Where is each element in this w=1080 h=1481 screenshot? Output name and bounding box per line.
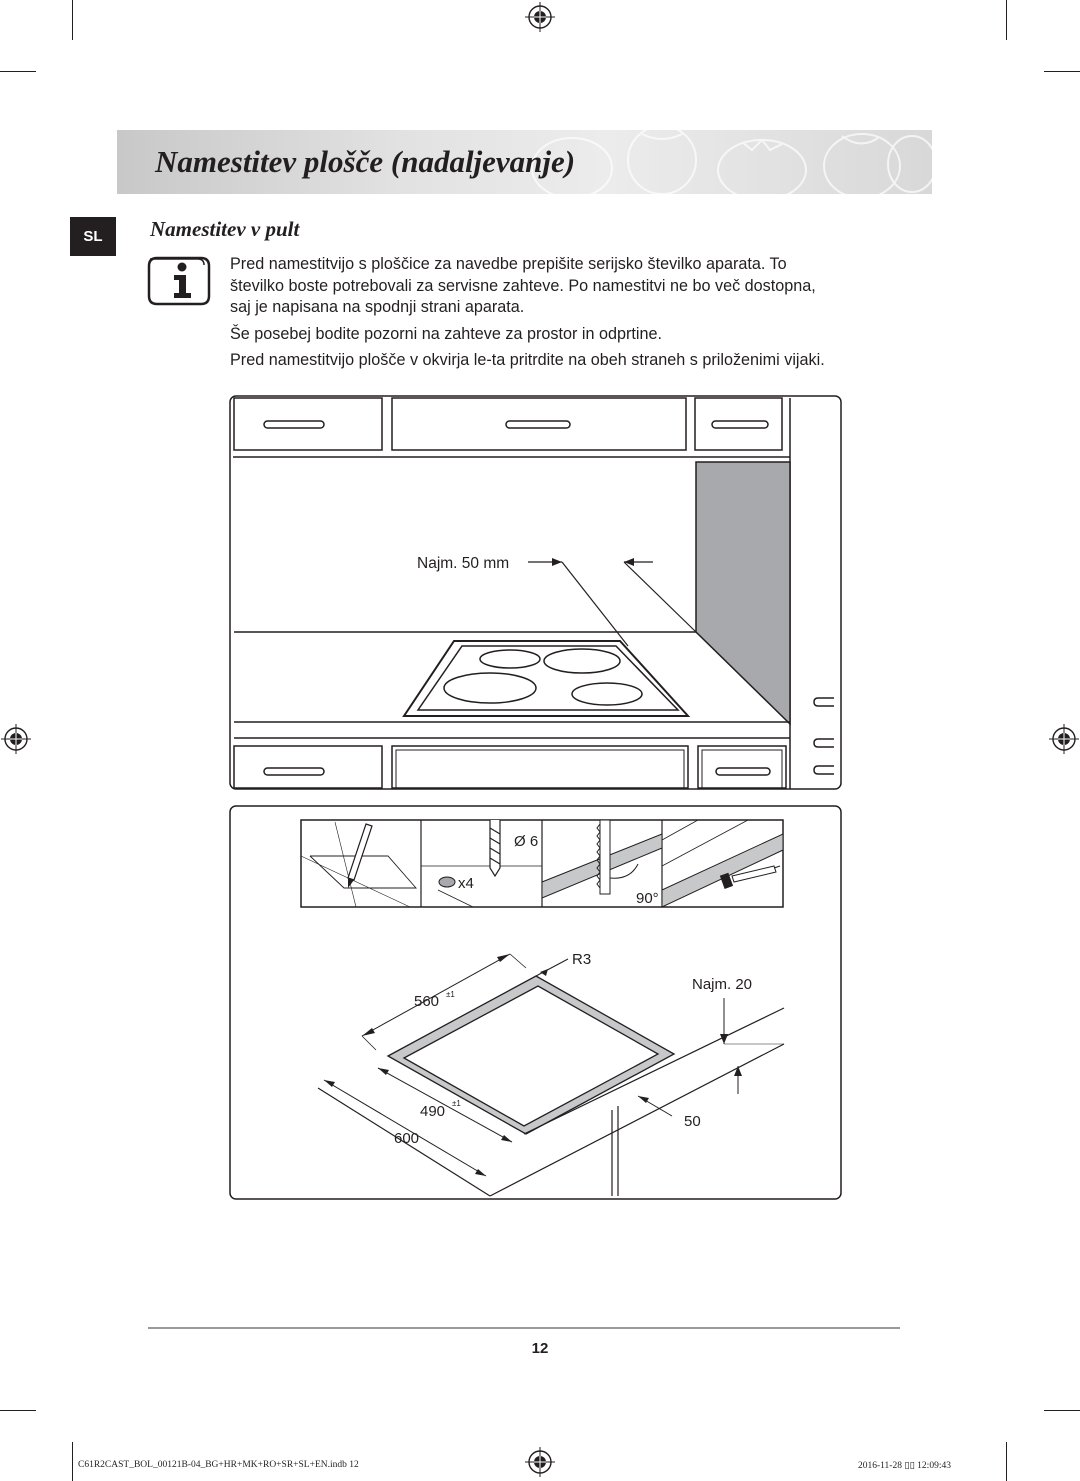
- instruction-text: Pred namestitvijo s ploščice za navedbe …: [230, 254, 900, 377]
- min-gap-label: Najm. 20: [692, 976, 752, 993]
- cutout-plan: 560 ±1 R3 490 ±1 600 Najm. 20 50: [317, 951, 785, 1197]
- info-icon: [147, 256, 211, 306]
- registration-mark-icon: [525, 2, 555, 32]
- crop-mark: [1044, 1410, 1080, 1411]
- paragraph: Še posebej bodite pozorni na zahteve za …: [230, 324, 900, 346]
- crop-mark: [72, 1442, 73, 1481]
- worktop-depth-label: 600: [394, 1130, 419, 1147]
- text-line: Še posebej bodite pozorni na zahteve za …: [230, 324, 662, 343]
- section-subtitle: Namestitev v pult: [150, 217, 300, 241]
- page-number: 12: [531, 1340, 549, 1357]
- width-cut-label: 490: [420, 1103, 445, 1120]
- crop-mark: [0, 71, 36, 72]
- angle-label: 90°: [636, 890, 659, 907]
- text-line: Pred namestitvijo s ploščice za navedbe …: [230, 255, 787, 273]
- footer-divider: [148, 1327, 900, 1329]
- width-tolerance-label: ±1: [452, 1099, 461, 1108]
- language-tab: SL: [70, 217, 116, 256]
- text-line: Pred namestitvijo plošče v okvirja le-ta…: [230, 351, 825, 369]
- paragraph: Pred namestitvijo plošče v okvirja le-ta…: [230, 350, 900, 372]
- drill-diameter-label: Ø 6: [514, 833, 538, 850]
- text-line: številko boste potrebovali za servisne z…: [230, 276, 816, 295]
- date-info: 2016-11-28 ▯▯ 12:09:43: [858, 1461, 951, 1471]
- page-title: Namestitev plošče (nadaljevanje): [155, 144, 576, 179]
- depth-tolerance-label: ±1: [446, 990, 455, 999]
- crop-mark: [1006, 0, 1007, 40]
- crop-mark: [72, 0, 73, 40]
- text-line: saj je napisana na spodnji strani aparat…: [230, 298, 525, 316]
- file-info: C61R2CAST_BOL_00121B-04_BG+HR+MK+RO+SR+S…: [78, 1460, 359, 1470]
- depth-cut-label: 560: [414, 993, 439, 1010]
- screws-count-label: x4: [458, 875, 474, 892]
- registration-mark-icon: [525, 1447, 555, 1477]
- paragraph: Pred namestitvijo s ploščice za navedbe …: [230, 254, 900, 319]
- clearance-label: Najm. 50 mm: [417, 555, 509, 572]
- registration-mark-icon: [1, 724, 31, 754]
- crop-mark: [1006, 1442, 1007, 1481]
- installation-steps: x4 Ø 6 90°: [300, 819, 784, 908]
- crop-mark: [1044, 71, 1080, 72]
- radius-label: R3: [572, 951, 591, 968]
- kitchen-installation-figure: Najm. 50 mm: [229, 395, 842, 790]
- header-banner: Namestitev plošče (nadaljevanje): [117, 130, 932, 194]
- cutout-dimensions-figure: x4 Ø 6 90° 560 ±1: [229, 805, 842, 1200]
- edge-distance-label: 50: [684, 1113, 701, 1130]
- crop-mark: [0, 1410, 36, 1411]
- vegetable-decoration-icon: [531, 130, 932, 194]
- registration-mark-icon: [1049, 724, 1079, 754]
